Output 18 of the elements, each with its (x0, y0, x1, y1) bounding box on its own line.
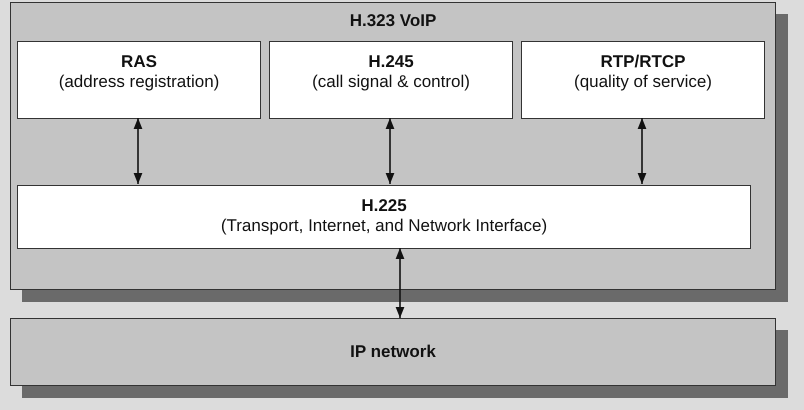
double-arrow (386, 118, 394, 184)
protocol-title: RAS (121, 52, 157, 72)
protocol-box (269, 41, 513, 119)
protocol-title: H.323 VoIP (350, 11, 436, 31)
double-arrow (638, 118, 646, 184)
protocol-title: H.245 (368, 52, 414, 72)
protocol-title: IP network (350, 342, 436, 362)
protocol-title: H.225 (361, 196, 407, 216)
protocol-description: (address registration) (58, 72, 220, 92)
protocol-title: RTP/RTCP (600, 52, 686, 72)
double-arrow (134, 118, 142, 184)
protocol-box (17, 41, 261, 119)
protocol-box (521, 41, 765, 119)
protocol-description: (call signal & control) (312, 72, 470, 92)
double-arrow (396, 248, 404, 318)
protocol-description: (quality of service) (574, 72, 712, 92)
protocol-box (17, 185, 751, 249)
protocol-description: (Transport, Internet, and Network Interface) (220, 216, 548, 236)
